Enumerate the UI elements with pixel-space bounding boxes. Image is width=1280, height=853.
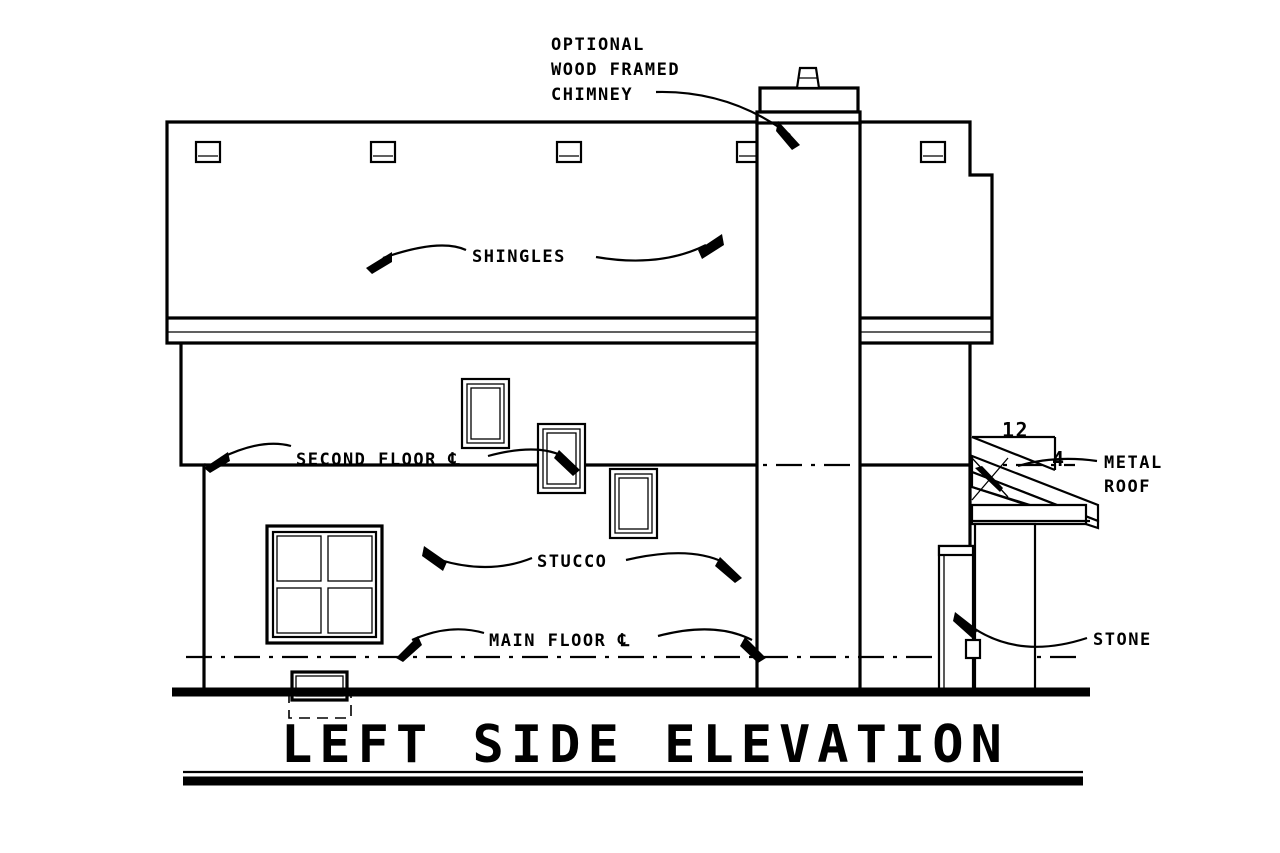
roof-vent-icon	[919, 140, 947, 164]
main-floor-arrowhead-right	[740, 637, 766, 663]
metal-roof-label-line-1: METAL	[1104, 453, 1163, 473]
metal-roof-leader	[1017, 457, 1098, 468]
chimney	[755, 66, 862, 694]
chimney-arrowhead	[776, 121, 800, 150]
second-floor-arrowhead-right	[554, 450, 580, 476]
main-floor-label: MAIN FLOOR ℄	[489, 631, 631, 651]
roof-vent-icon	[369, 140, 397, 164]
shingles-leader-left	[382, 244, 467, 260]
main-floor-leader-left	[411, 628, 485, 642]
shingles-label: SHINGLES	[472, 247, 566, 267]
main-floor-arrowhead-left	[396, 636, 422, 662]
porch-columns	[937, 522, 1037, 694]
metal-roof-label-line-2: ROOF	[1104, 477, 1151, 497]
stucco-arrowhead-right	[715, 557, 742, 583]
annotation-roof-pitch: 12 4	[1002, 418, 1066, 471]
stucco-leader-left	[439, 556, 533, 569]
roof-pitch-rise-label: 4	[1052, 447, 1066, 471]
main-floor-leader-right	[657, 628, 753, 641]
roof-vent-icon	[194, 140, 222, 164]
second-floor-label: SECOND FLOOR ℄	[296, 450, 461, 470]
chimney-label-line-1: OPTIONAL	[551, 35, 645, 55]
roof-pitch-run-label: 12	[1002, 418, 1029, 442]
second-floor-leader-left	[220, 442, 292, 459]
drawing-title-group: LEFT SIDE ELEVATION	[183, 715, 1083, 786]
stone-arrowhead	[953, 612, 978, 638]
roof-vent-icon	[555, 140, 583, 164]
stucco-label: STUCCO	[537, 552, 607, 572]
chimney-label-line-3: CHIMNEY	[551, 85, 633, 105]
roof-vent-group	[194, 140, 947, 164]
chimney-label-line-2: WOOD FRAMED	[551, 60, 680, 80]
stone-leader	[971, 626, 1088, 648]
annotation-second-floor: SECOND FLOOR ℄	[204, 442, 580, 476]
stair-window-group	[460, 377, 659, 540]
main-window	[265, 524, 384, 645]
metal-roof-assembly	[970, 435, 1100, 530]
annotation-metal-roof: METAL ROOF	[1017, 453, 1163, 497]
roof-vent-icon	[735, 140, 763, 164]
annotation-stone: STONE	[953, 612, 1152, 650]
stair-window	[608, 467, 659, 540]
annotation-shingles: SHINGLES	[366, 234, 724, 274]
stair-window	[460, 377, 511, 450]
stucco-leader-right	[625, 552, 726, 564]
annotation-main-floor: MAIN FLOOR ℄	[396, 628, 766, 663]
page-title: LEFT SIDE ELEVATION	[281, 715, 1009, 775]
second-floor-arrowhead-left	[204, 452, 230, 473]
annotation-stucco: STUCCO	[422, 546, 742, 583]
shingles-leader-right	[595, 244, 707, 262]
stucco-arrowhead-left	[422, 546, 447, 571]
stone-label: STONE	[1093, 630, 1152, 650]
annotation-optional-wood-framed-chimney: OPTIONAL WOOD FRAMED CHIMNEY	[551, 35, 800, 150]
shingles-arrowhead-left	[366, 252, 392, 274]
shingles-arrowhead-right	[698, 234, 724, 259]
chimney-leader-line	[655, 90, 791, 136]
